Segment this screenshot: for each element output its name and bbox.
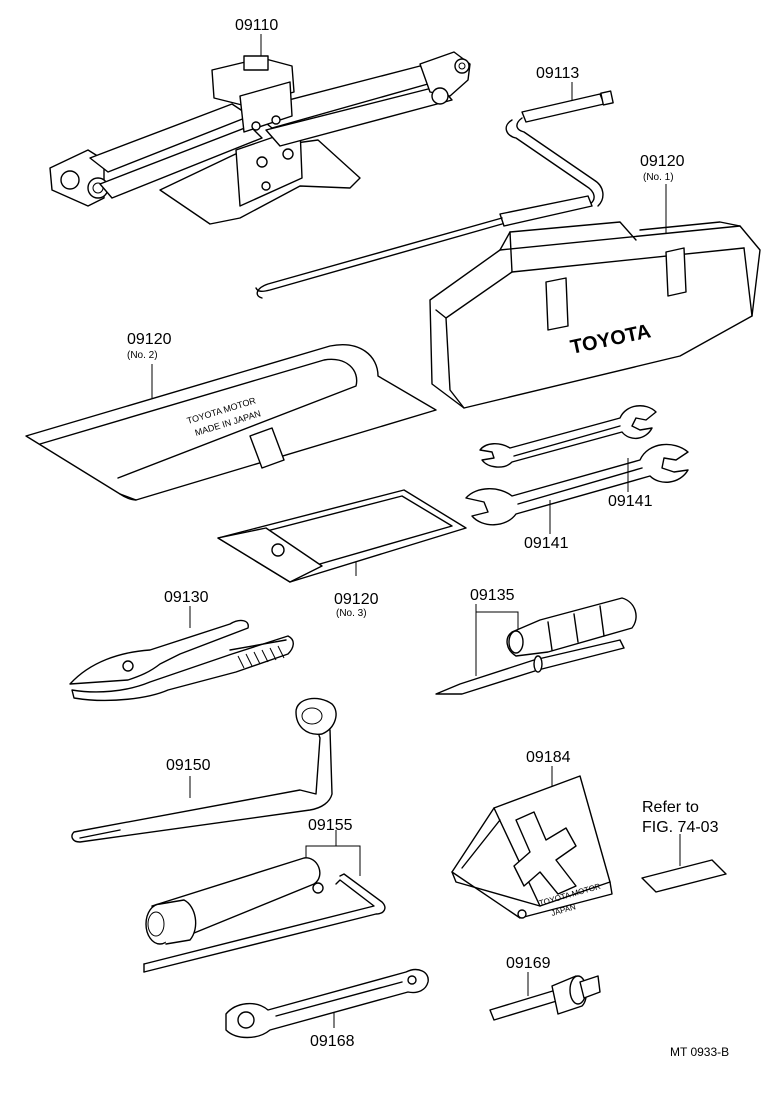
extension-bar-set: [143, 830, 386, 973]
wheel-chock: TOYOTA MOTOR JAPAN: [451, 766, 613, 919]
adapter: [489, 972, 601, 1021]
label-pliers: 09130: [164, 589, 209, 606]
label-tool-bag-3-sub: (No. 3): [336, 608, 367, 619]
pliers: [69, 606, 294, 702]
tool-bag-2: TOYOTA MOTOR MADE IN JAPAN: [25, 344, 437, 501]
label-wrench-lower: 09141: [524, 535, 569, 552]
tool-bag-1: TOYOTA: [429, 184, 761, 409]
lug-wrench: [71, 697, 337, 843]
label-jack-handle: 09113: [536, 65, 579, 82]
label-tool-bag-3: 09120: [334, 591, 379, 608]
figure-code: MT 0933-B: [670, 1045, 729, 1059]
label-ratchet: 09168: [310, 1033, 355, 1050]
label-chock: 09184: [526, 749, 571, 766]
screwdriver: [435, 597, 637, 695]
tool-bag-3: [217, 489, 467, 583]
label-lug-wrench: 09150: [166, 757, 211, 774]
reference-note: [641, 834, 727, 893]
label-screwdriver: 09135: [470, 587, 515, 604]
label-tool-bag-2: 09120: [127, 331, 172, 348]
open-end-wrench-lower: [465, 443, 689, 526]
label-tool-bag-2-sub: (No. 2): [127, 350, 158, 361]
label-refer-line1: Refer to: [642, 799, 699, 816]
open-end-wrench-upper: [479, 405, 657, 468]
label-refer-line2: FIG. 74-03: [642, 819, 719, 836]
label-bar-set: 09155: [308, 817, 353, 834]
label-tool-bag-1-sub: (No. 1): [643, 172, 674, 183]
scissor-jack: [49, 34, 471, 225]
label-adapter: 09169: [506, 955, 551, 972]
label-jack: 09110: [235, 17, 278, 34]
ratchet-handle: [225, 968, 429, 1039]
jack-handle: [255, 82, 614, 299]
label-wrench-upper: 09141: [608, 493, 653, 510]
chock-line2-text: JAPAN: [550, 902, 577, 918]
label-tool-bag-1: 09120: [640, 153, 685, 170]
